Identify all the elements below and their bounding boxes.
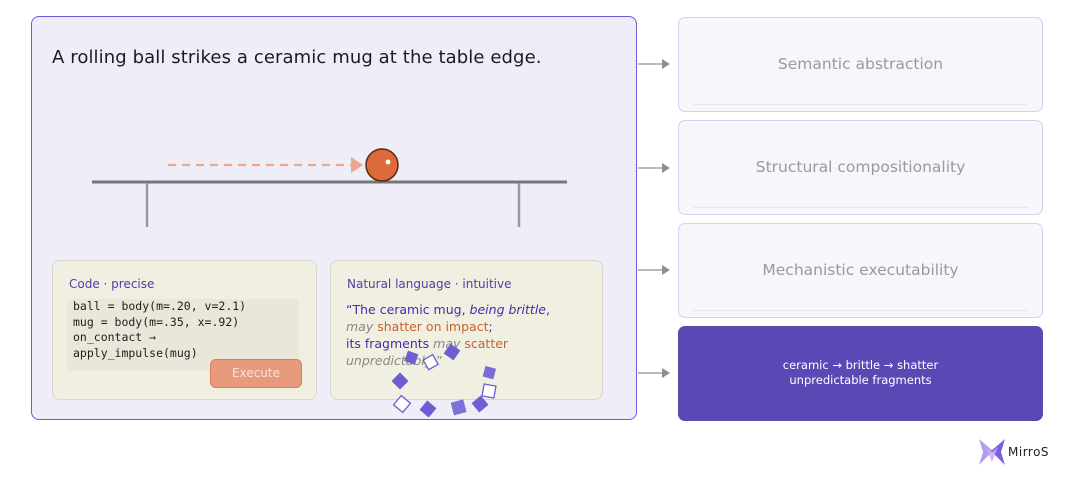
result-box: ceramic → brittle → shatter unpredictabl… (678, 326, 1043, 421)
natural-language-card: Natural language · intuitive “The cerami… (330, 260, 603, 400)
nl-quote: “The ceramic mug, being brittle, may sha… (346, 301, 550, 369)
nl-text-segment: being brittle (469, 302, 546, 317)
logo-mark-left (979, 439, 993, 465)
nl-line: “The ceramic mug, being brittle, (346, 301, 550, 318)
code-line: on_contact → (73, 330, 157, 344)
logo-mark-right (991, 439, 1005, 465)
result-text: ceramic → brittle → shatter unpredictabl… (678, 358, 1043, 388)
box-label: Structural compositionality (755, 158, 966, 176)
code-line: mug = body(m=.35, x=.92) (73, 314, 240, 329)
arrowhead-icon (662, 163, 670, 173)
result-line: ceramic → brittle → shatter (782, 358, 939, 372)
nl-text-segment: ; (488, 319, 493, 334)
nl-line: its fragments may scatter (346, 335, 550, 352)
nl-text-segment: “The ceramic mug, (346, 302, 470, 317)
nl-text-segment: .” (432, 353, 443, 368)
code-block: ball = body(m=.20, v=2.1) mug = body(m=.… (73, 299, 246, 361)
arrowhead-icon (662, 59, 670, 69)
arrowhead-icon (662, 368, 670, 378)
shatter-fragments (391, 343, 497, 418)
arrowhead-icon (662, 265, 670, 275)
box-label: Semantic abstraction (777, 55, 944, 73)
fragment-icon (391, 372, 409, 390)
code-card: Code · precise ball = body(m=.20, v=2.1)… (52, 260, 317, 400)
mechanistic-executability-box: Mechanistic executability (678, 223, 1043, 318)
scene-illustration (92, 148, 567, 227)
nl-card-heading: Natural language · intuitive (347, 277, 512, 291)
semantic-abstraction-box: Semantic abstraction (678, 17, 1043, 112)
nl-line: may shatter on impact; (346, 318, 550, 335)
logo-text: MirroS (1008, 445, 1050, 459)
nl-text-segment: may (346, 319, 378, 334)
fragment-icon (422, 353, 440, 371)
nl-text-segment: shatter on impact (377, 319, 489, 334)
fragment-icon (482, 365, 497, 380)
fragment-icon (450, 399, 467, 416)
code-line: apply_impulse(mug) (73, 345, 198, 360)
code-line: ball = body(m=.20, v=2.1) (73, 299, 247, 313)
connector-arrows (638, 59, 670, 378)
fragment-icon (443, 343, 461, 361)
scenario-panel: A rolling ball strikes a ceramic mug at … (31, 16, 637, 420)
divider (693, 310, 1028, 311)
fragment-icon (419, 400, 437, 418)
fragment-icon (471, 395, 489, 413)
logo-mark-center (986, 447, 998, 462)
ball (365, 148, 399, 182)
result-line: unpredictable fragments (789, 373, 932, 387)
code-card-heading: Code · precise (69, 277, 155, 291)
scenario-title: A rolling ball strikes a ceramic mug at … (52, 47, 542, 68)
nl-text-segment: , (546, 302, 550, 317)
fragment-icon (481, 383, 497, 399)
execute-button[interactable]: Execute (210, 359, 302, 388)
nl-text-segment: scatter (464, 336, 509, 351)
mirros-logo-icon (979, 439, 1005, 465)
structural-compositionality-box: Structural compositionality (678, 120, 1043, 215)
motion-arrow-head (351, 157, 363, 173)
nl-text-segment: its fragments (346, 336, 434, 351)
fragment-icon (404, 350, 419, 365)
fragment-icon (392, 394, 412, 414)
ball-highlight (385, 159, 391, 165)
divider (693, 207, 1028, 208)
divider (693, 104, 1028, 105)
box-label: Mechanistic executability (762, 261, 959, 279)
